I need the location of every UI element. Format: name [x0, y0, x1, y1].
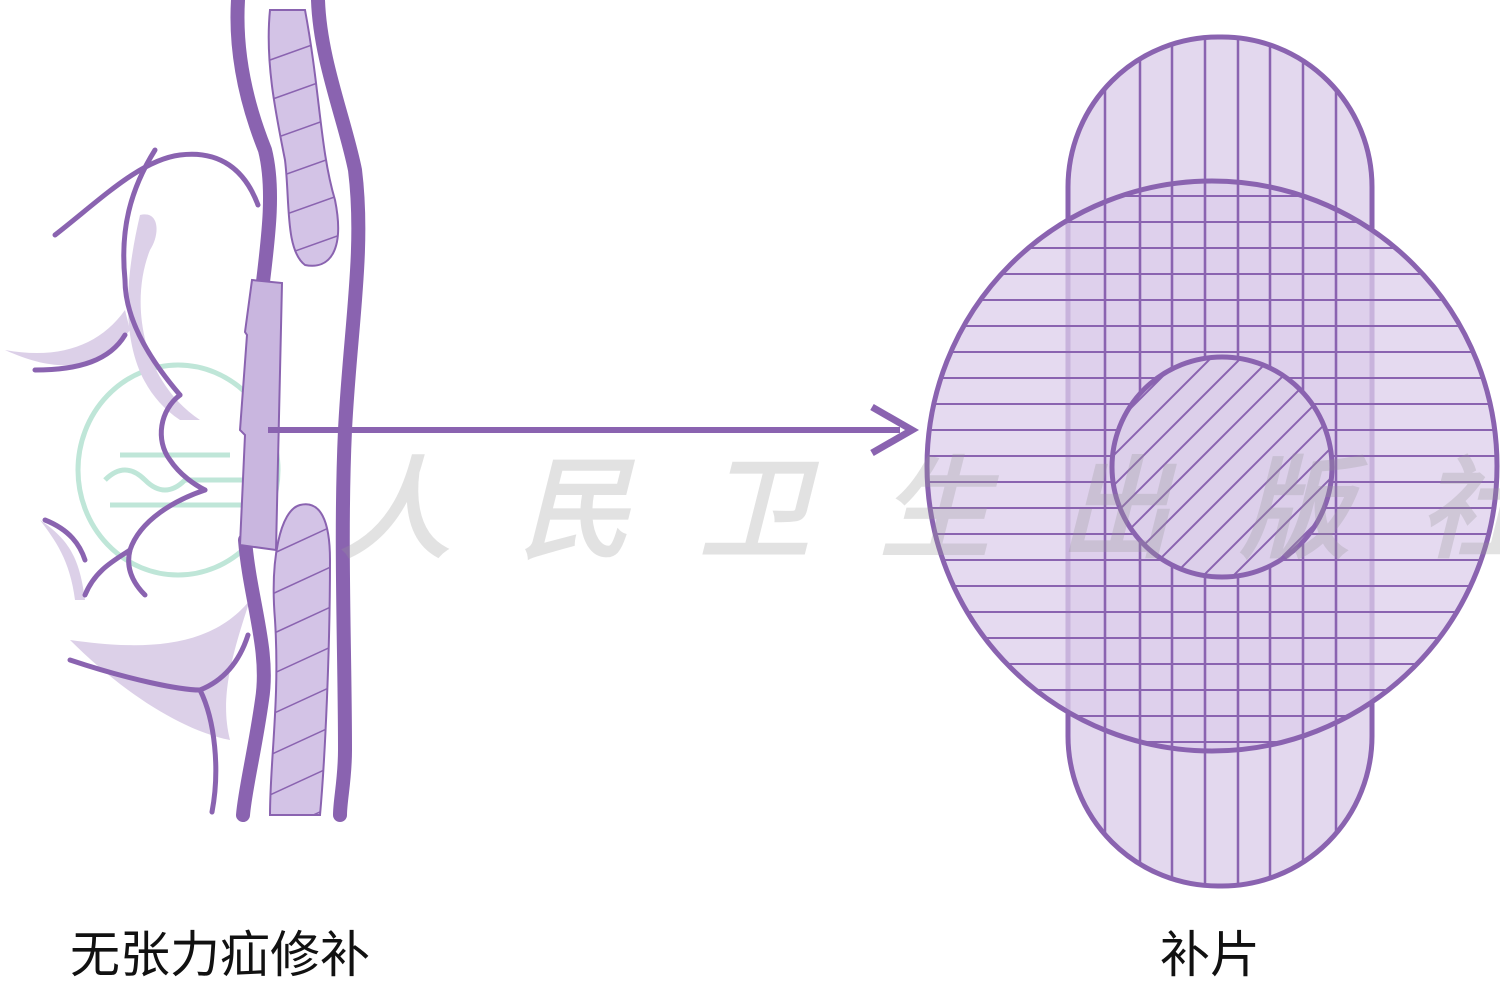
mesh-implant [238, 278, 284, 552]
abdominal-wall [230, 0, 366, 822]
hatch-line [1112, 357, 1313, 577]
hatch-line [270, 564, 330, 596]
label-tension-free-hernia-repair: 无张力疝修补 [70, 926, 370, 984]
hatch-line [270, 684, 330, 716]
anatomy-cross-section [5, 0, 366, 822]
arrow [268, 403, 920, 457]
label-mesh-patch: 补片 [1160, 926, 1260, 984]
hatch-line [270, 604, 330, 636]
mesh-patch [924, 34, 1500, 889]
tissue-outlines [32, 147, 261, 815]
muscle-lower [268, 503, 332, 816]
hatch-line [1131, 357, 1332, 577]
hatch-line [1161, 357, 1332, 577]
hatch-line [270, 644, 330, 676]
hatch-line [1112, 357, 1253, 577]
hatch-line [270, 524, 330, 556]
hatch-line [270, 724, 330, 756]
hatch-line [1191, 357, 1332, 577]
watermark-text: 人民卫生出版社 [340, 445, 1500, 574]
hatch-line [1112, 357, 1283, 577]
